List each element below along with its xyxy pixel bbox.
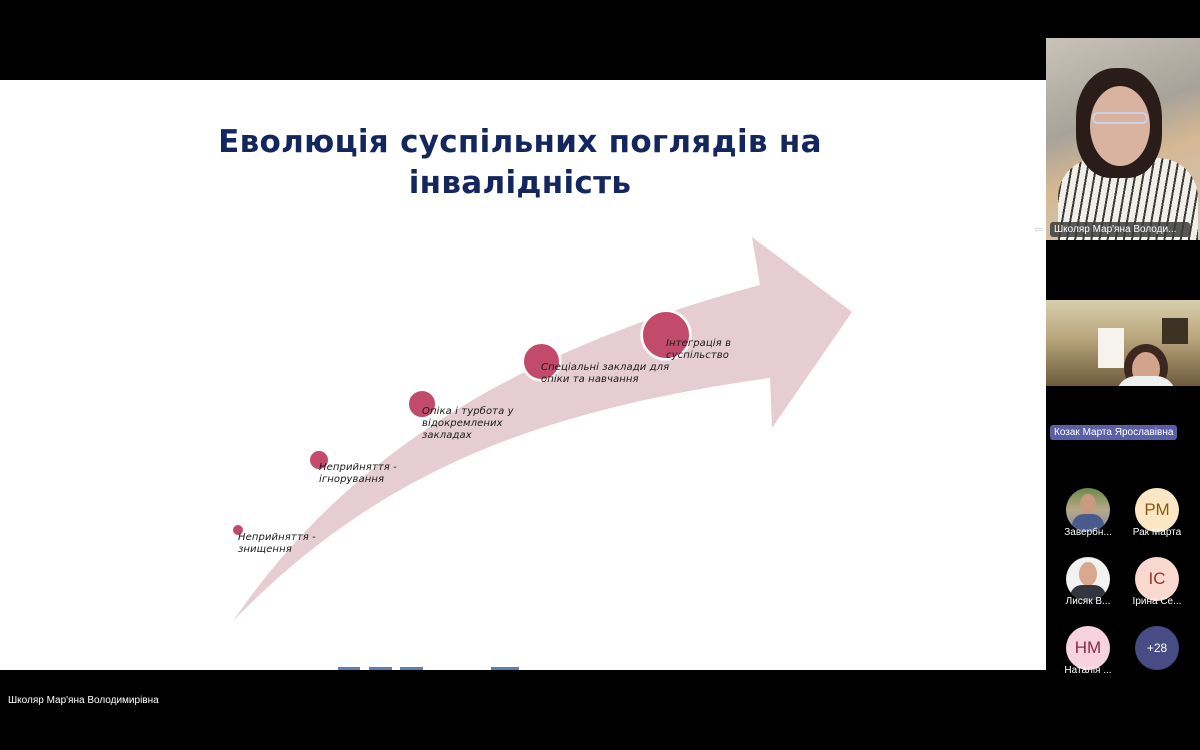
slide-title-line-1: Еволюція суспільних поглядів на bbox=[218, 124, 822, 160]
participant-avatar-2[interactable]: РМ bbox=[1135, 488, 1179, 532]
milestone-dot-5 bbox=[641, 310, 691, 360]
participant-initials-4: ІС bbox=[1148, 569, 1166, 588]
participant-name-2: Рак Марта bbox=[1132, 527, 1182, 538]
slide-bottom-decoration bbox=[0, 667, 1046, 670]
participant-name-5: Наталія ... bbox=[1064, 665, 1112, 676]
milestone-dot-3 bbox=[407, 389, 437, 419]
video-name-tag-1: Школяр Мар'яна Володи... bbox=[1050, 222, 1190, 237]
slide-title: Еволюція суспільних поглядів на інвалідн… bbox=[200, 122, 840, 204]
milestone-label-4: Спеціальні заклади для опіки та навчання bbox=[541, 362, 670, 385]
more-participants-count: +28 bbox=[1146, 641, 1168, 655]
milestone-label-1: Неприйняття - знищення bbox=[238, 532, 316, 555]
slide-title-line-2: інвалідність bbox=[408, 165, 632, 201]
video-tile-presenter[interactable] bbox=[1046, 38, 1200, 240]
curved-arrow-graphic bbox=[233, 237, 852, 621]
more-participants-button[interactable]: +28 bbox=[1135, 626, 1179, 670]
participant-avatar-3[interactable] bbox=[1066, 557, 1110, 601]
video-name-tag-2: Козак Марта Ярославівна bbox=[1050, 425, 1178, 440]
pin-icon[interactable]: ⇦ bbox=[1034, 223, 1044, 236]
participant-avatar-1[interactable] bbox=[1066, 488, 1110, 532]
milestone-label-5: Інтеграція в суспільство bbox=[666, 338, 732, 361]
shared-slide: Еволюція суспільних поглядів на інвалідн… bbox=[0, 80, 1046, 670]
milestone-dot-2 bbox=[308, 449, 330, 471]
milestone-label-3: Опіка і турбота у відокремлених закладах bbox=[422, 406, 514, 441]
participant-name-1: Завербн... bbox=[1064, 527, 1112, 538]
presenter-name-label: Школяр Мар'яна Володимирівна bbox=[8, 695, 159, 706]
milestone-dot-4 bbox=[522, 342, 561, 381]
participant-initials-2: РМ bbox=[1144, 500, 1170, 519]
participant-name-4: Ірина Се... bbox=[1132, 596, 1182, 607]
participant-initials-5: НМ bbox=[1074, 638, 1102, 657]
participant-name-3: Лисяк В... bbox=[1065, 596, 1111, 607]
participant-avatar-4[interactable]: ІС bbox=[1135, 557, 1179, 601]
participant-avatar-5[interactable]: НМ bbox=[1066, 626, 1110, 670]
video-tile-participant[interactable] bbox=[1046, 300, 1200, 386]
milestone-label-2: Неприйняття - ігнорування bbox=[319, 462, 397, 485]
milestone-dot-1 bbox=[231, 523, 245, 537]
